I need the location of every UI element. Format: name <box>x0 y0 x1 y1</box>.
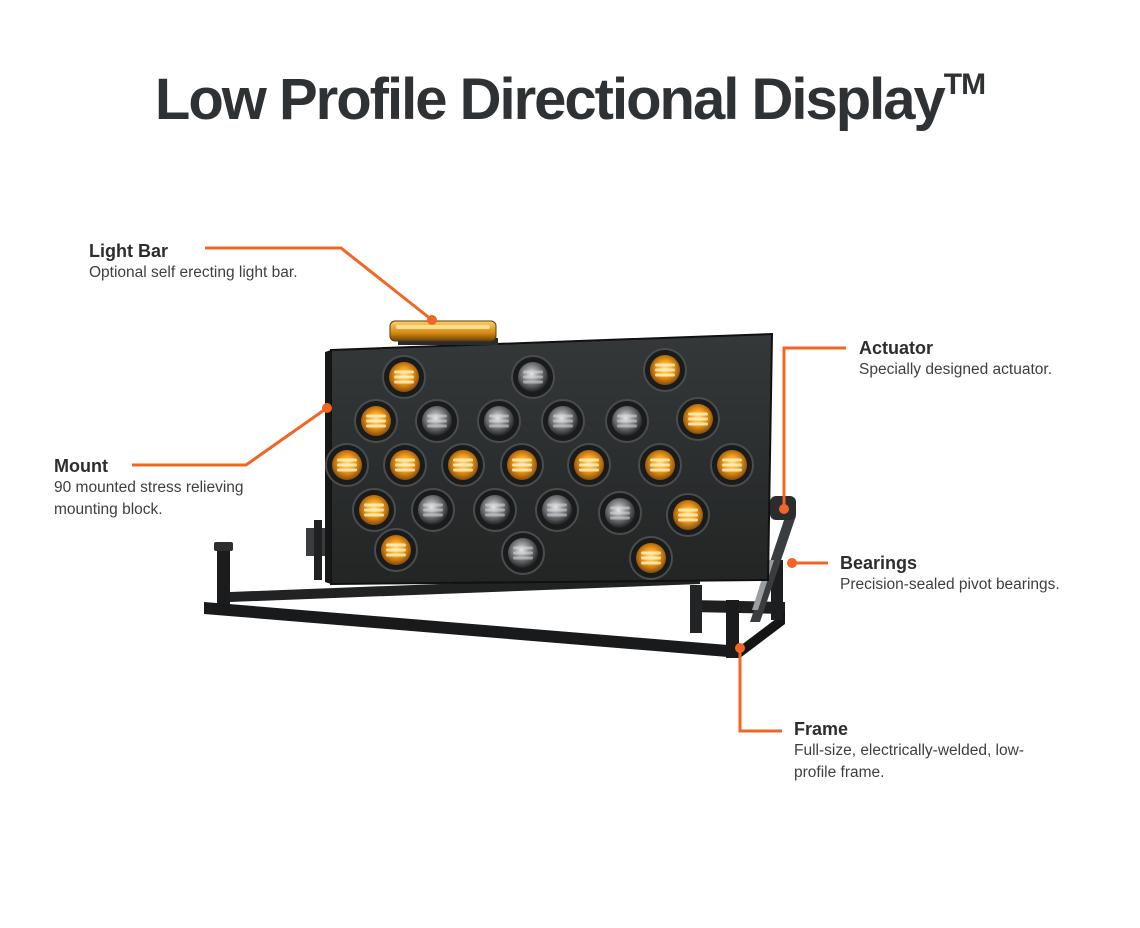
lamp-on <box>666 493 710 537</box>
lamp-off <box>477 399 521 443</box>
lamp-off <box>541 399 585 443</box>
lamp-on <box>374 528 418 572</box>
lamp-on <box>567 443 611 487</box>
lamp-on <box>354 399 398 443</box>
callout-bearings-desc: Precision-sealed pivot bearings. <box>840 576 1060 593</box>
callout-actuator: Actuator Specially designed actuator. <box>859 337 1119 381</box>
callout-bearings: Bearings Precision-sealed pivot bearings… <box>840 552 1120 596</box>
callout-frame-title: Frame <box>794 719 849 739</box>
light-bar <box>389 320 498 345</box>
lamp-on <box>643 348 687 392</box>
lamp-on <box>638 443 682 487</box>
frame-post-left <box>217 548 230 612</box>
callout-light-bar: Light Bar Optional self erecting light b… <box>89 240 389 284</box>
callout-light-bar-title: Light Bar <box>89 241 168 261</box>
lamp-on <box>383 443 427 487</box>
lamp-off <box>415 399 459 443</box>
lamp-off <box>501 531 545 575</box>
lamp-off <box>511 355 555 399</box>
frame-rail-front <box>204 602 740 658</box>
callout-frame: Frame Full-size, electrically-welded, lo… <box>794 718 1064 784</box>
lamp-off <box>605 399 649 443</box>
frame-rail-side <box>740 612 785 658</box>
lamp-off <box>535 488 579 532</box>
callout-actuator-title: Actuator <box>859 338 934 358</box>
leader-light-bar <box>205 246 433 322</box>
lamp-grid <box>325 348 754 580</box>
lamp-on <box>710 443 754 487</box>
frame-post-front <box>726 600 739 658</box>
leader-actuator <box>782 346 846 509</box>
callout-mount: Mount 90 mounted stress relieving mounti… <box>54 455 284 521</box>
callout-light-bar-desc: Optional self erecting light bar. <box>89 264 298 281</box>
lamp-on <box>629 536 673 580</box>
dot-bearings <box>787 558 797 568</box>
dot-actuator <box>779 504 789 514</box>
lamp-on <box>500 443 544 487</box>
leader-frame <box>738 648 782 733</box>
trademark-mark: TM <box>943 68 986 101</box>
dot-light-bar <box>427 315 437 325</box>
page-title-text: Low Profile Directional Display <box>154 67 946 132</box>
mount-bracket <box>306 520 326 580</box>
lamp-off <box>473 488 517 532</box>
callout-mount-title: Mount <box>54 456 108 476</box>
callout-bearings-title: Bearings <box>840 553 918 573</box>
callout-mount-desc: 90 mounted stress relieving mounting blo… <box>54 479 244 518</box>
lamp-on <box>441 443 485 487</box>
lamp-on <box>352 488 396 532</box>
leader-lines <box>132 246 846 733</box>
callout-actuator-desc: Specially designed actuator. <box>859 361 1053 378</box>
lamp-on <box>676 397 720 441</box>
lamp-off <box>411 488 455 532</box>
lamp-on <box>325 443 369 487</box>
page-title: Low Profile Directional DisplayTM <box>0 66 1140 133</box>
dot-frame <box>735 643 745 653</box>
frame-post-cap <box>214 542 233 551</box>
frame-post-back <box>690 585 702 633</box>
leader-dots <box>322 315 797 653</box>
lamp-off <box>598 491 642 535</box>
lamp-on <box>382 355 426 399</box>
callout-frame-desc: Full-size, electrically-welded, low-prof… <box>794 742 1024 781</box>
leader-mount <box>132 406 328 467</box>
dot-mount <box>322 403 332 413</box>
